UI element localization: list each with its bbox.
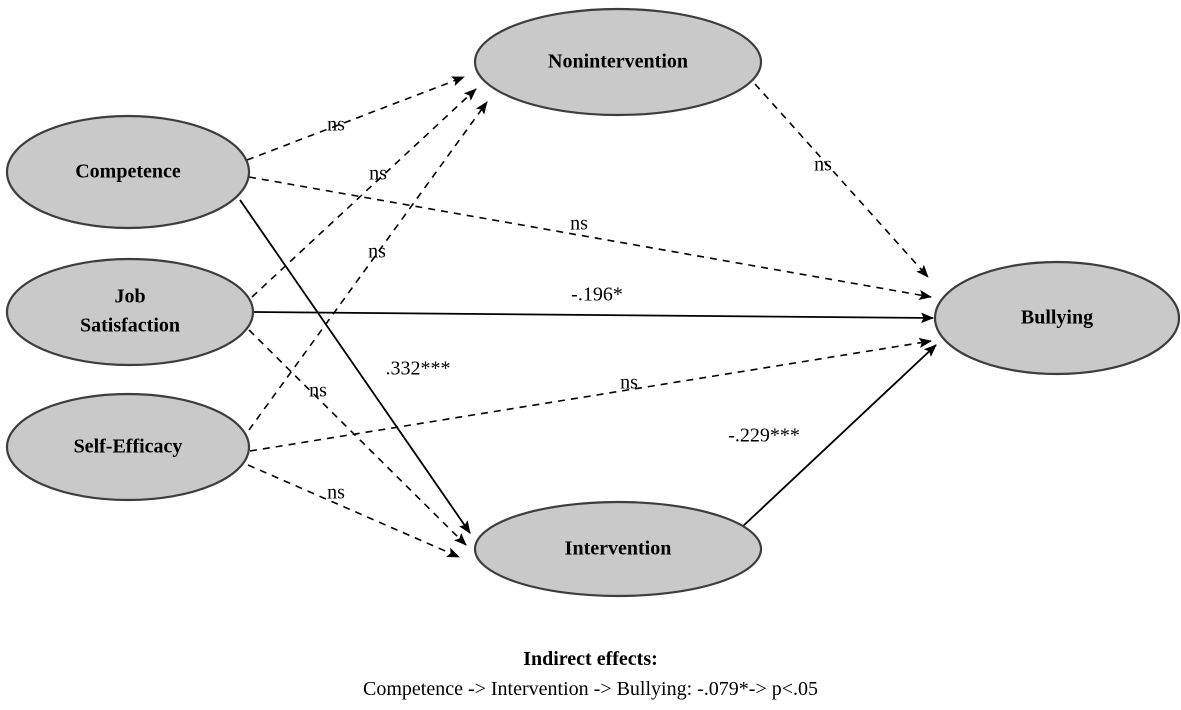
edge-label-competence-intervention: .332*** bbox=[386, 358, 451, 380]
caption-indirect-effect-line: Competence -> Intervention -> Bullying: … bbox=[362, 678, 819, 700]
edge-label-self-efficacy-intervention: ns bbox=[327, 482, 345, 504]
edge-self-efficacy-to-bullying bbox=[249, 337, 932, 452]
self-efficacy-ellipse bbox=[5, 392, 251, 502]
competence-label: Competence bbox=[75, 161, 181, 183]
edge-label-job-satisfaction-intervention: ns bbox=[309, 380, 327, 402]
job-satisfaction-label-line2: Satisfaction bbox=[80, 315, 180, 337]
edge-nonintervention-to-bullying bbox=[754, 83, 929, 278]
edge-job-satisfaction-to-bullying bbox=[252, 311, 935, 324]
node-job-satisfaction[interactable]: Job Satisfaction bbox=[5, 257, 255, 367]
edge-self-efficacy-to-intervention bbox=[247, 464, 460, 558]
edge-label-competence-nonintervention: ns bbox=[327, 114, 345, 136]
caption-title: Indirect effects: bbox=[523, 648, 658, 670]
edge-competence-to-nonintervention bbox=[246, 76, 465, 161]
edge-label-competence-bullying: ns bbox=[570, 213, 588, 235]
job-satisfaction-ellipse bbox=[5, 257, 255, 367]
competence-ellipse bbox=[5, 114, 251, 230]
job-satisfaction-label-line1: Job bbox=[114, 286, 145, 308]
intervention-label: Intervention bbox=[565, 538, 672, 560]
edge-competence-to-intervention bbox=[239, 199, 471, 534]
node-competence[interactable]: Competence bbox=[5, 114, 251, 230]
edge-label-nonintervention-bullying: ns bbox=[814, 154, 832, 176]
nonintervention-label: Nonintervention bbox=[548, 51, 688, 73]
edge-self-efficacy-to-nonintervention bbox=[248, 101, 488, 431]
nonintervention-ellipse bbox=[473, 7, 763, 117]
edge-intervention-to-bullying bbox=[740, 344, 937, 529]
edge-label-job-satisfaction-nonintervention: ns bbox=[369, 163, 387, 185]
node-bullying[interactable]: Bullying bbox=[933, 260, 1181, 376]
edge-label-intervention-bullying: -.229*** bbox=[728, 425, 800, 447]
node-self-efficacy[interactable]: Self-Efficacy bbox=[5, 392, 251, 502]
edge-label-job-satisfaction-bullying: -.196* bbox=[571, 284, 623, 306]
node-intervention[interactable]: Intervention bbox=[473, 500, 763, 598]
edge-label-self-efficacy-bullying: ns bbox=[620, 372, 638, 394]
node-nonintervention[interactable]: Nonintervention bbox=[473, 7, 763, 117]
self-efficacy-label: Self-Efficacy bbox=[74, 436, 183, 458]
edge-label-self-efficacy-nonintervention: ns bbox=[368, 241, 386, 263]
bullying-label: Bullying bbox=[1021, 307, 1093, 329]
intervention-ellipse bbox=[473, 500, 763, 598]
bullying-ellipse bbox=[933, 260, 1181, 376]
edge-competence-to-bullying bbox=[248, 176, 932, 300]
